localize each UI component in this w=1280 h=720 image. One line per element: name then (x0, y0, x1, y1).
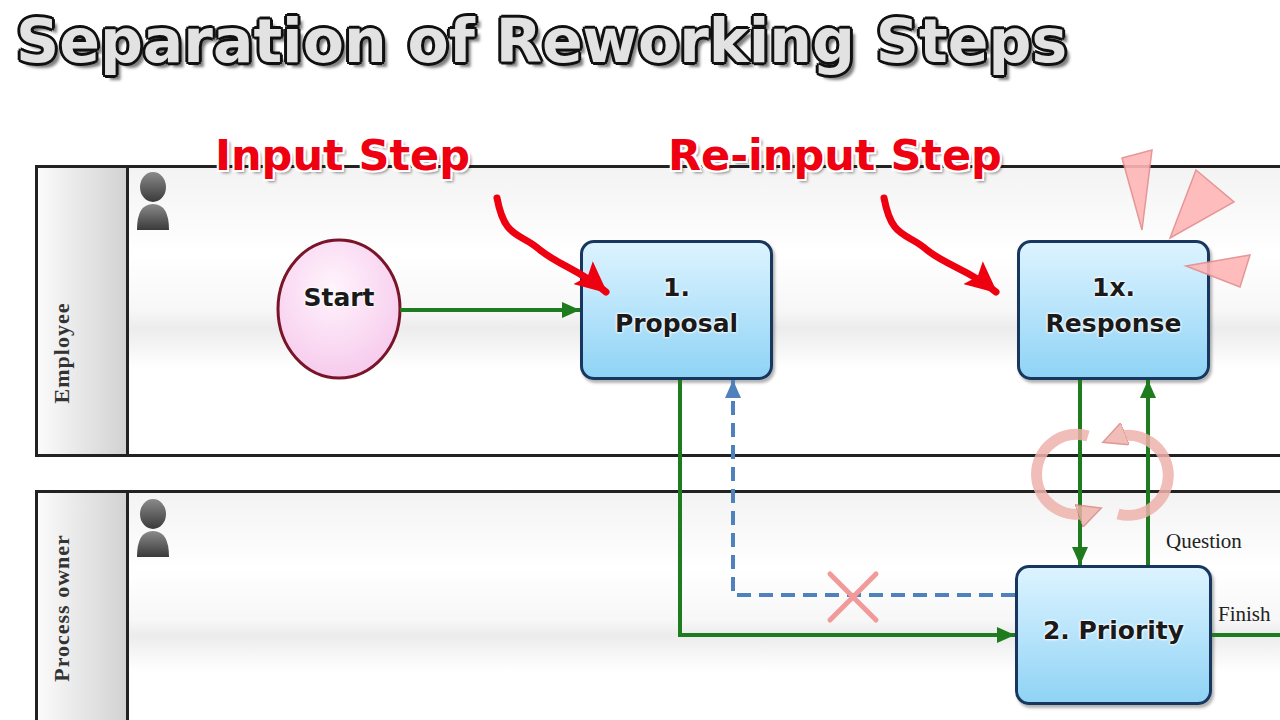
flow-label: Finish (1218, 602, 1271, 627)
node-label: 1. Proposal (615, 270, 738, 343)
task-box: 2. Priority (1015, 565, 1212, 705)
lane-title: Process owner (49, 534, 75, 682)
title: Separation of Reworking Steps (16, 6, 1067, 76)
node-label: Start (303, 280, 374, 316)
edge-label: Question (1166, 529, 1242, 554)
node-label: 1x. Response (1046, 270, 1182, 343)
lane-title: Employee (49, 303, 75, 404)
step-callout: Re-input Step (668, 130, 1002, 180)
step-callout: Input Step (215, 130, 470, 180)
task-box: 1. Proposal (580, 240, 773, 380)
swimlane: Process owner 2. Priority (35, 490, 1280, 720)
swimlane: Employee Start 1. Proposal 1x. Response (35, 165, 1280, 457)
node-label: 2. Priority (1043, 613, 1184, 649)
task-box: 1x. Response (1017, 240, 1210, 380)
start-event: Start (276, 238, 402, 380)
